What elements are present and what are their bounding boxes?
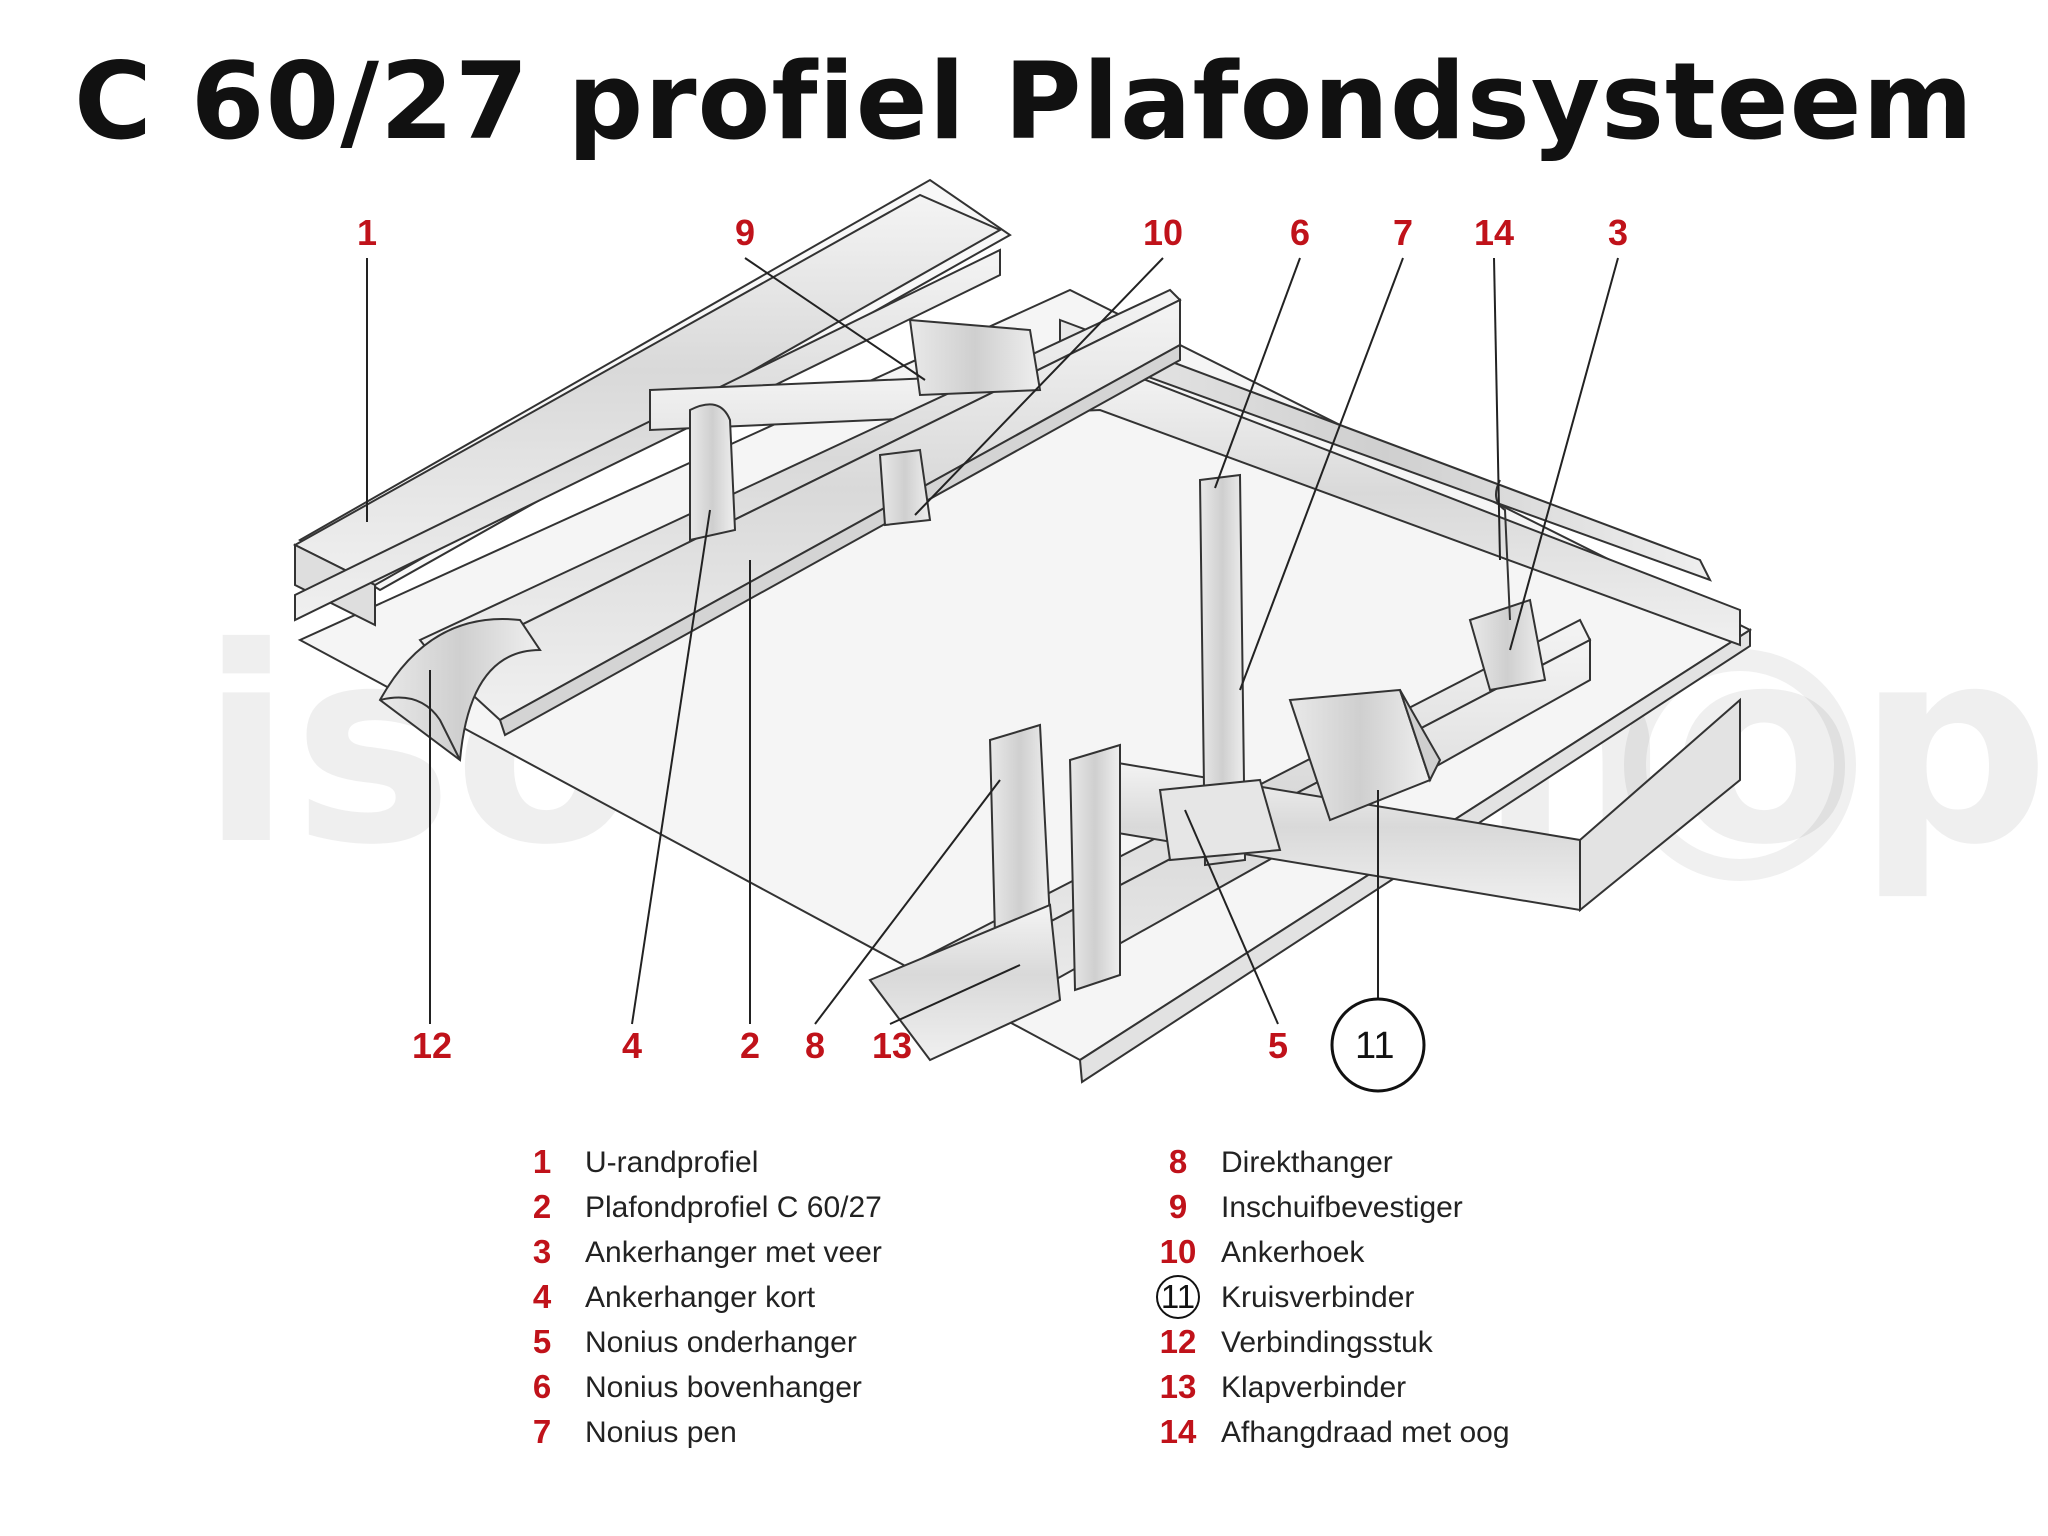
nonius-hanger [1158,473,1282,867]
legend-number: 8 [1168,1143,1188,1180]
u-edge-profile [292,193,1003,627]
legend-number: 9 [1168,1188,1188,1225]
callout-4: 4 [622,1025,642,1066]
legend-number: 5 [532,1323,552,1360]
legend-number: 4 [532,1278,552,1315]
callout-3: 3 [1608,212,1628,253]
legend-number: 1 [532,1143,552,1180]
legend-label: Ankerhanger met veer [585,1236,882,1269]
legend-label: Nonius onderhanger [585,1326,857,1359]
verbindingsstuk [378,618,542,762]
callout-10: 10 [1143,212,1183,253]
legend-number: 10 [1159,1233,1197,1270]
legend-label: U-randprofiel [585,1146,759,1179]
legend-label: Plafondprofiel C 60/27 [585,1191,882,1224]
legend-number: 11 [1148,1275,1208,1319]
callout-8: 8 [805,1025,825,1066]
inschuifbevestiger [908,318,1042,397]
callout-7: 7 [1393,212,1413,253]
direkthanger [988,723,1121,992]
legend-number: 2 [532,1188,552,1225]
ankerhoek [878,448,932,527]
legend-label: Inschuifbevestiger [1221,1191,1463,1224]
legend-label: Ankerhanger kort [585,1281,816,1314]
legend-label: Kruisverbinder [1221,1281,1415,1314]
callout-5: 5 [1268,1025,1288,1066]
legend-number: 14 [1159,1413,1197,1450]
callout-14: 14 [1474,212,1514,253]
callout-11-circle [1330,997,1426,1093]
legend-label: Direkthanger [1221,1146,1393,1179]
callout-13: 13 [872,1025,912,1066]
legend-label: Nonius bovenhanger [585,1371,862,1404]
callout-leaders [366,257,1619,1025]
legend-number: 7 [532,1413,552,1450]
legend-label: Verbindingsstuk [1221,1326,1433,1359]
callout-1: 1 [357,212,377,253]
callout-12: 12 [412,1025,452,1066]
callout-2: 2 [740,1025,760,1066]
kruisverbinder [1288,688,1442,822]
ankerhanger-met-veer [1468,479,1547,692]
legend-label: Afhangdraad met oog [1221,1416,1510,1449]
legend-label: Ankerhoek [1221,1236,1365,1269]
legend-label: Klapverbinder [1221,1371,1407,1404]
watermark-logo-icon [1624,649,1856,881]
klapverbinder [868,903,1062,1062]
legend-number: 13 [1159,1368,1197,1405]
legend-number: 6 [532,1368,552,1405]
legend-number: 3 [532,1233,552,1270]
legend-number: 12 [1159,1323,1197,1360]
page-title: C 60/27 profiel Plafondsysteem [74,40,1974,163]
callout-6: 6 [1290,212,1310,253]
callout-9: 9 [735,212,755,253]
ankerhanger-kort [689,403,737,542]
callout-11: 11 [1355,1025,1394,1067]
legend-label: Nonius pen [585,1416,737,1449]
